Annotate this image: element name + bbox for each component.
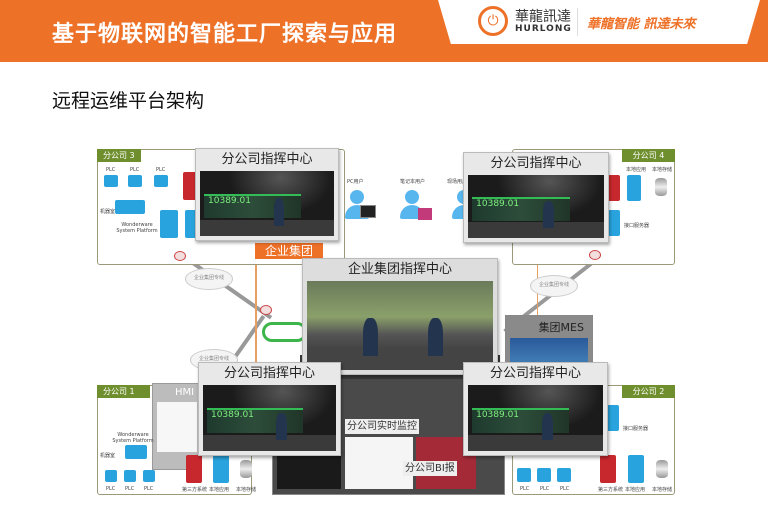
plc-label: PLC	[130, 167, 140, 173]
storage-icon	[240, 460, 252, 478]
mes-title: 集团MES	[538, 321, 584, 334]
local-app-label: 本地应用	[626, 167, 647, 173]
branch-2-label: 分公司 2	[622, 385, 675, 398]
plc-icon	[143, 470, 155, 482]
switch-icon	[115, 200, 145, 214]
local-storage-label: 本地存储	[652, 487, 673, 493]
plc-label: PLC	[144, 486, 154, 492]
third-party-server-icon	[186, 455, 202, 483]
bi-report-title: 分公司BI报	[403, 461, 457, 476]
laptop-user-label: 笔记本用户	[400, 179, 426, 185]
logo-text-cn: 華龍訊達	[515, 9, 571, 25]
screen-number: 10389.01	[210, 410, 254, 421]
wonderware-label: Wonderware System Platform	[116, 222, 158, 234]
group-border	[255, 258, 257, 386]
router-icon	[174, 251, 186, 261]
interface-server-icon	[608, 210, 620, 236]
slogan: 華龍智能 訊達未來	[587, 17, 696, 32]
plc-icon	[517, 468, 531, 482]
slide-title: 基于物联网的智能工厂探索与应用	[52, 22, 398, 47]
plc-label: PLC	[156, 167, 166, 173]
third-party-label: 第三方系统	[182, 487, 208, 493]
interface-server-label: 接口服务器	[623, 426, 649, 432]
power-logo-icon: ⏻	[478, 6, 508, 36]
group-command-center-photo: 企业集团指挥中心	[302, 258, 498, 375]
branch-command-center-photo: 分公司指挥中心 10389.01	[463, 152, 609, 243]
branch-command-center-photo: 分公司指挥中心 10389.01	[195, 148, 339, 241]
screen-number: 10389.01	[476, 410, 520, 421]
photo-title: 分公司指挥中心	[221, 152, 313, 167]
plc-label: PLC	[106, 167, 116, 173]
server-icon	[628, 455, 644, 483]
plc-icon	[557, 468, 571, 482]
photo-title: 分公司指挥中心	[490, 156, 582, 171]
third-party-server-icon	[600, 455, 616, 483]
storage-icon	[655, 178, 667, 196]
third-party-label: 第三方系统	[598, 487, 624, 493]
pc-icon	[360, 205, 376, 218]
divider	[577, 8, 578, 36]
photo-title: 分公司指挥中心	[489, 366, 581, 381]
local-app-label: 本地应用	[625, 487, 646, 493]
branch-command-center-photo: 分公司指挥中心 10389.01	[463, 362, 608, 456]
plc-label: PLC	[560, 486, 570, 492]
plc-icon	[105, 470, 117, 482]
network-cloud: 企业集团专线	[185, 268, 233, 290]
router-icon	[589, 250, 601, 260]
storage-icon	[656, 460, 668, 478]
branch-command-center-photo: 分公司指挥中心 10389.01	[198, 362, 341, 456]
interface-server-icon	[607, 405, 619, 431]
plc-icon	[154, 175, 168, 187]
pc-user-label: PC用户	[347, 179, 364, 185]
branch-4-label: 分公司 4	[622, 149, 675, 162]
plc-label: PLC	[540, 486, 550, 492]
plc-icon	[124, 470, 136, 482]
section-title: 远程运维平台架构	[52, 90, 205, 112]
logo-text-en: HURLONG	[515, 24, 572, 34]
plc-label: PLC	[520, 486, 530, 492]
branch-1-label: 分公司 1	[97, 385, 150, 398]
local-app-label: 本地应用	[209, 487, 230, 493]
network-cloud: 企业集团专线	[530, 275, 578, 297]
screen-number: 10389.01	[476, 198, 520, 209]
field-user-label: 现场用户	[447, 179, 468, 185]
branch-3-label: 分公司 3	[97, 149, 141, 162]
plc-label: PLC	[106, 486, 116, 492]
switch-icon	[125, 445, 147, 459]
third-party-server-icon	[608, 175, 620, 201]
screen-number: 10389.01	[208, 195, 251, 206]
laptop-icon	[418, 208, 432, 220]
server-icon	[213, 455, 229, 483]
wonderware-label: Wonderware System Platform	[112, 432, 154, 444]
plc-icon	[128, 175, 142, 187]
server-icon	[160, 210, 178, 238]
machine-room-label: 机器室	[100, 453, 116, 459]
realtime-monitor-title: 分公司实时监控	[345, 419, 419, 434]
hmi-screen	[157, 402, 197, 452]
local-storage-label: 本地存储	[652, 167, 673, 173]
photo-title: 分公司指挥中心	[223, 366, 315, 381]
monitor-screen	[345, 437, 413, 489]
plc-icon	[537, 468, 551, 482]
hmi-title: HMI	[175, 387, 195, 398]
router-icon	[260, 305, 272, 315]
third-party-server-icon	[183, 172, 197, 200]
server-icon	[627, 175, 641, 201]
ring-network	[262, 322, 307, 342]
interface-server-label: 接口服务器	[624, 223, 650, 229]
plc-icon	[104, 175, 118, 187]
machine-room-label: 机器室	[100, 209, 116, 215]
local-storage-label: 本地存储	[236, 487, 257, 493]
plc-label: PLC	[125, 486, 135, 492]
group-label: 企业集团	[255, 243, 323, 259]
photo-title: 企业集团指挥中心	[347, 262, 452, 277]
